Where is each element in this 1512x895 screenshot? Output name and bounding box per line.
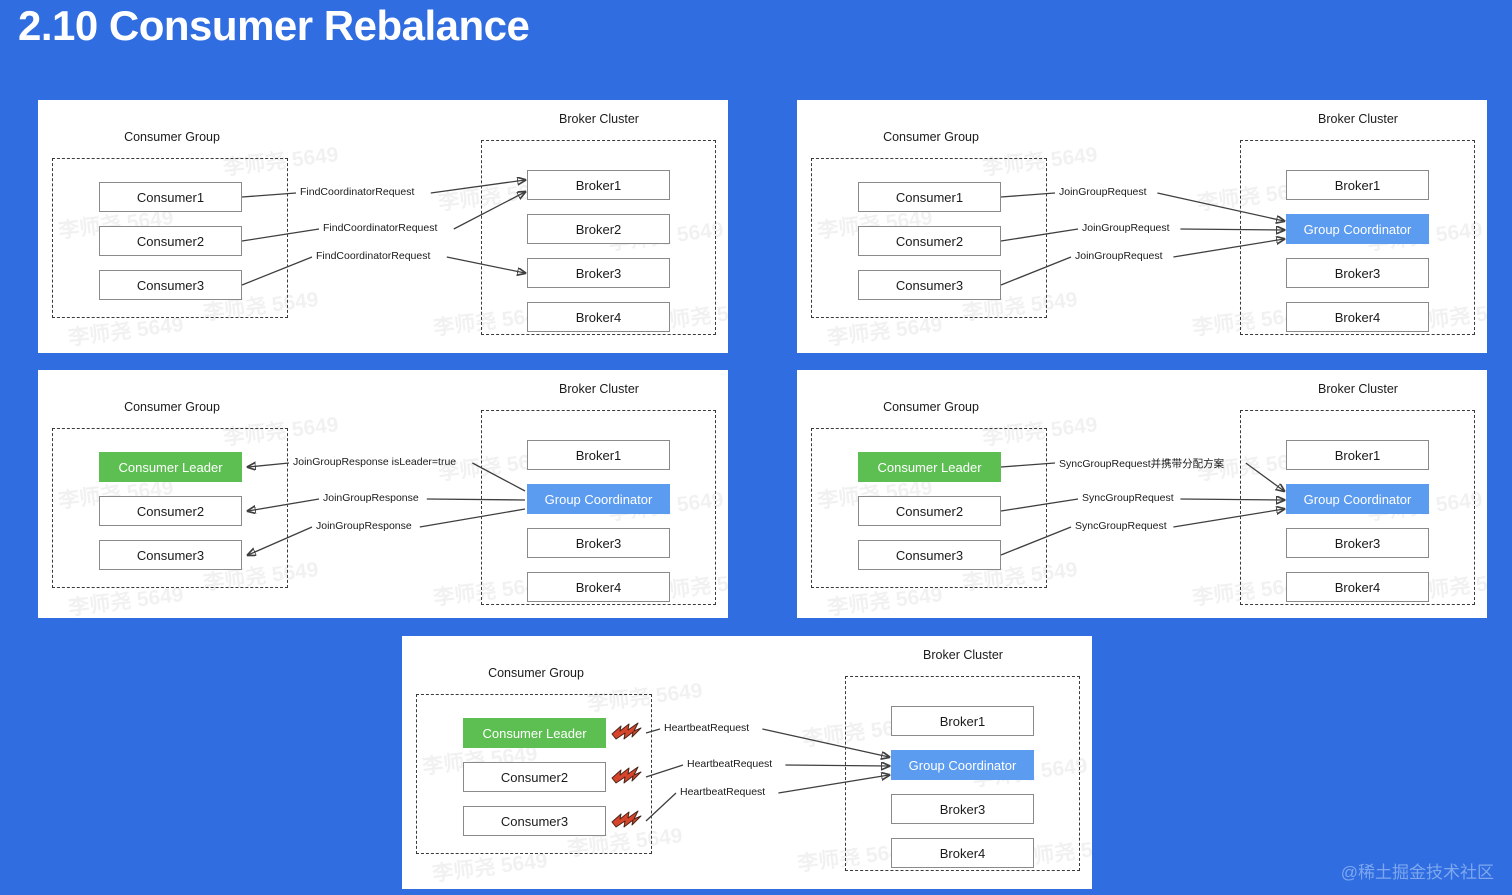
consumer-group-title: Consumer Group <box>883 400 979 414</box>
consumer-group-title: Consumer Group <box>124 130 220 144</box>
consumer-node-3[interactable]: Consumer3 <box>99 270 242 300</box>
message-label: HeartbeatRequest <box>680 786 766 798</box>
message-label: FindCoordinatorRequest <box>323 222 438 234</box>
message-label: JoinGroupRequest <box>1075 250 1163 262</box>
broker-node-4[interactable]: Broker4 <box>1286 302 1429 332</box>
consumer-node-2[interactable]: Consumer2 <box>858 226 1001 256</box>
message-label: JoinGroupRequest <box>1059 186 1147 198</box>
broker-node-4[interactable]: Broker4 <box>891 838 1034 868</box>
consumer-group-title: Consumer Group <box>883 130 979 144</box>
consumer-group-title: Consumer Group <box>124 400 220 414</box>
broker-cluster-title: Broker Cluster <box>559 112 639 126</box>
consumer-leader-node[interactable]: Consumer Leader <box>99 452 242 482</box>
group-coordinator-node[interactable]: Group Coordinator <box>1286 484 1429 514</box>
message-label: HeartbeatRequest <box>664 722 750 734</box>
broker-node-3[interactable]: Broker3 <box>1286 528 1429 558</box>
message-label: JoinGroupResponse <box>316 520 412 532</box>
consumer-node-3[interactable]: Consumer3 <box>463 806 606 836</box>
page-title: 2.10 Consumer Rebalance <box>18 2 530 49</box>
group-coordinator-node[interactable]: Group Coordinator <box>891 750 1034 780</box>
consumer-leader-node[interactable]: Consumer Leader <box>463 718 606 748</box>
broker-cluster-boundary <box>481 410 716 605</box>
message-label: SyncGroupRequest <box>1082 492 1174 504</box>
message-label: JoinGroupRequest <box>1082 222 1170 234</box>
broker-cluster-title: Broker Cluster <box>1318 112 1398 126</box>
consumer-node-3[interactable]: Consumer3 <box>858 270 1001 300</box>
broker-node-3[interactable]: Broker3 <box>891 794 1034 824</box>
broker-node-3[interactable]: Broker3 <box>1286 258 1429 288</box>
consumer-node-2[interactable]: Consumer2 <box>463 762 606 792</box>
brand-watermark: @稀土掘金技术社区 <box>1340 863 1494 882</box>
broker-node-4[interactable]: Broker4 <box>527 302 670 332</box>
consumer-node-1[interactable]: Consumer1 <box>99 182 242 212</box>
broker-node-1[interactable]: Broker1 <box>1286 440 1429 470</box>
broker-cluster-boundary <box>1240 410 1475 605</box>
broker-cluster-title: Broker Cluster <box>559 382 639 396</box>
consumer-leader-node[interactable]: Consumer Leader <box>858 452 1001 482</box>
group-coordinator-node[interactable]: Group Coordinator <box>527 484 670 514</box>
message-label: JoinGroupResponse isLeader=true <box>293 456 457 468</box>
broker-node-2[interactable]: Broker2 <box>527 214 670 244</box>
broker-node-4[interactable]: Broker4 <box>1286 572 1429 602</box>
broker-cluster-title: Broker Cluster <box>923 648 1003 662</box>
broker-cluster-title: Broker Cluster <box>1318 382 1398 396</box>
message-label: HeartbeatRequest <box>687 758 773 770</box>
broker-node-1[interactable]: Broker1 <box>891 706 1034 736</box>
group-coordinator-node[interactable]: Group Coordinator <box>1286 214 1429 244</box>
message-label: SyncGroupRequest <box>1075 520 1167 532</box>
consumer-node-2[interactable]: Consumer2 <box>858 496 1001 526</box>
message-label: SyncGroupRequest并携带分配方案 <box>1059 458 1225 470</box>
broker-cluster-boundary <box>481 140 716 335</box>
broker-cluster-boundary <box>1240 140 1475 335</box>
broker-node-4[interactable]: Broker4 <box>527 572 670 602</box>
consumer-node-3[interactable]: Consumer3 <box>99 540 242 570</box>
broker-cluster-boundary <box>845 676 1080 871</box>
message-label: FindCoordinatorRequest <box>300 186 415 198</box>
consumer-node-3[interactable]: Consumer3 <box>858 540 1001 570</box>
broker-node-1[interactable]: Broker1 <box>527 170 670 200</box>
consumer-node-1[interactable]: Consumer1 <box>858 182 1001 212</box>
broker-node-1[interactable]: Broker1 <box>1286 170 1429 200</box>
message-label: JoinGroupResponse <box>323 492 419 504</box>
broker-node-1[interactable]: Broker1 <box>527 440 670 470</box>
message-label: FindCoordinatorRequest <box>316 250 431 262</box>
broker-node-3[interactable]: Broker3 <box>527 528 670 558</box>
consumer-node-2[interactable]: Consumer2 <box>99 226 242 256</box>
broker-node-3[interactable]: Broker3 <box>527 258 670 288</box>
consumer-group-title: Consumer Group <box>488 666 584 680</box>
consumer-node-2[interactable]: Consumer2 <box>99 496 242 526</box>
